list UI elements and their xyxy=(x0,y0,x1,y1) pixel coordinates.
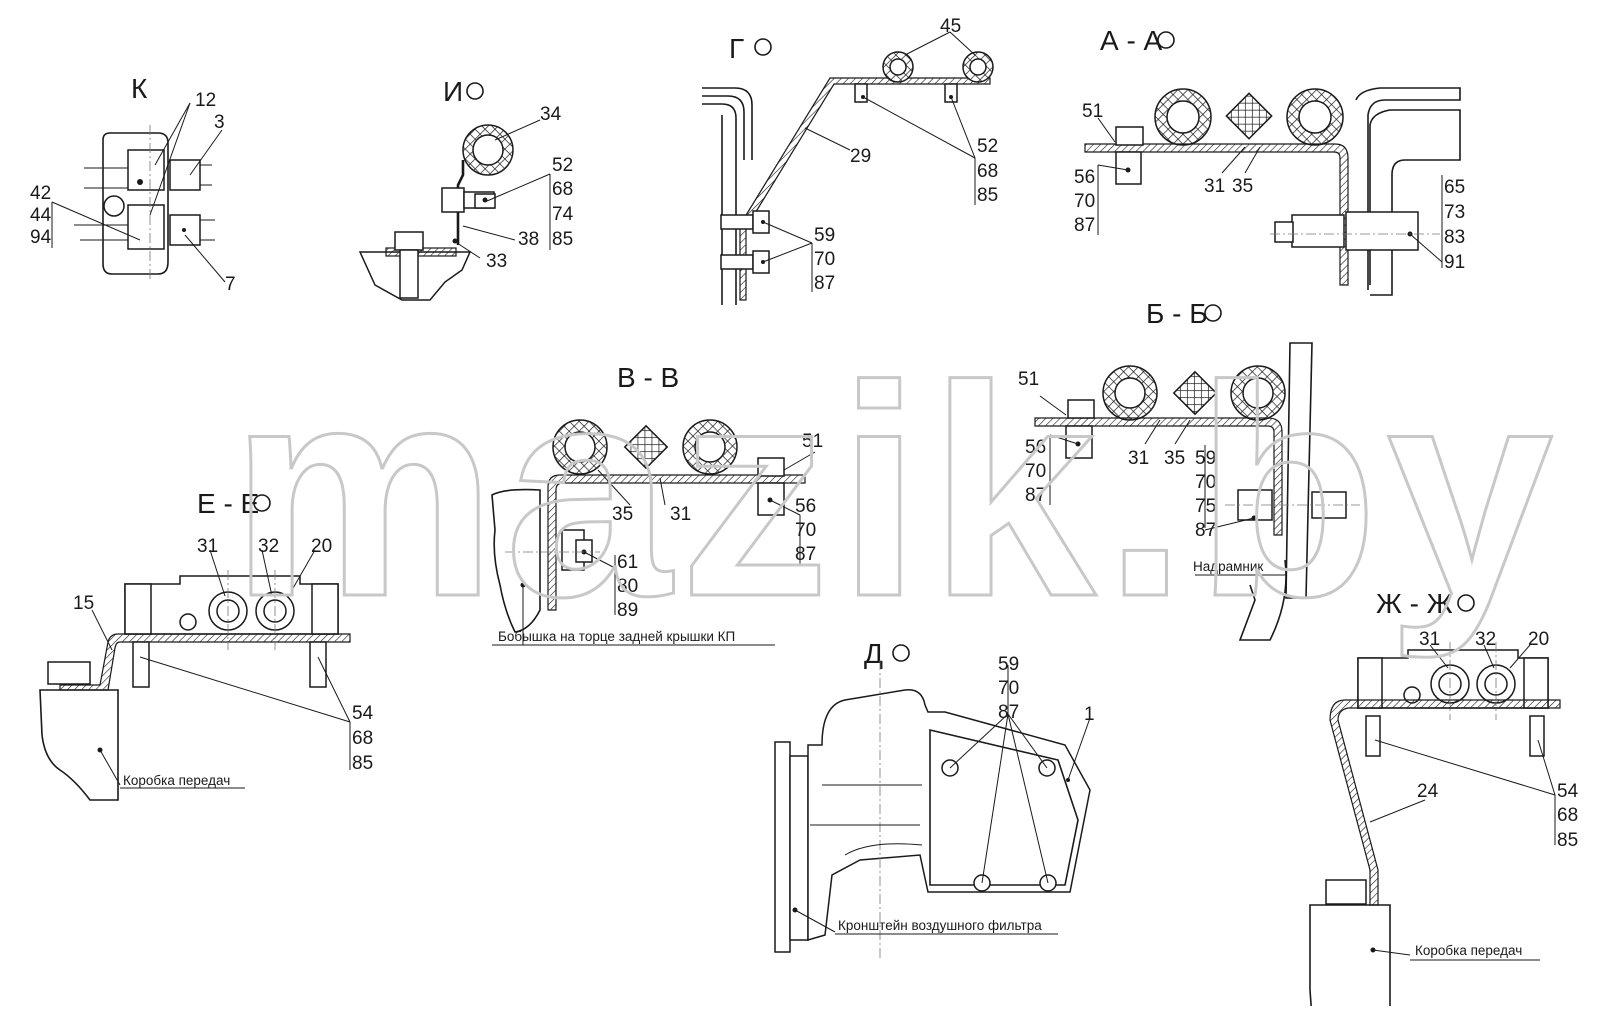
callout-bb-31: 31 xyxy=(1128,448,1149,469)
callout-zhzh-68: 68 xyxy=(1557,805,1578,826)
callout-k-44: 44 xyxy=(30,205,52,226)
callout-g-29: 29 xyxy=(850,146,871,167)
callout-k-7: 7 xyxy=(225,274,236,295)
view-d-title: Д xyxy=(864,638,883,669)
callout-k-12: 12 xyxy=(195,90,216,111)
callout-vv-31: 31 xyxy=(670,504,691,525)
callout-aa-65: 65 xyxy=(1444,177,1465,198)
callout-aa-87: 87 xyxy=(1074,215,1095,236)
callout-ee-54: 54 xyxy=(352,703,374,724)
callout-d-87: 87 xyxy=(998,702,1019,723)
callout-g-52: 52 xyxy=(977,136,998,157)
callout-aa-73: 73 xyxy=(1444,202,1465,223)
note-bobyshka: Бобышка на торце задней крышки КП xyxy=(498,629,735,644)
view-zhzh-title: Ж - Ж xyxy=(1376,588,1453,619)
callout-bb-56: 56 xyxy=(1025,437,1046,458)
callout-k-42: 42 xyxy=(30,183,51,204)
callout-ee-85: 85 xyxy=(352,753,373,774)
watermark: mazik.by xyxy=(230,323,1561,661)
callout-aa-56: 56 xyxy=(1074,167,1095,188)
callout-zhzh-24: 24 xyxy=(1417,781,1439,802)
callout-aa-70: 70 xyxy=(1074,191,1095,212)
callout-bb-35: 35 xyxy=(1164,448,1185,469)
callout-bb-51: 51 xyxy=(1018,369,1039,390)
callout-vv-89: 89 xyxy=(617,600,638,621)
note-korobka-2: Коробка передач xyxy=(1415,943,1522,958)
callout-g-85: 85 xyxy=(977,185,998,206)
callout-bb-59: 59 xyxy=(1195,448,1216,469)
callout-g-68: 68 xyxy=(977,161,998,182)
callout-vv-70: 70 xyxy=(795,520,816,541)
callout-ee-31: 31 xyxy=(197,536,218,557)
callout-k-94: 94 xyxy=(30,227,52,248)
view-bb-title: Б - Б xyxy=(1146,298,1208,329)
callout-aa-83: 83 xyxy=(1444,227,1465,248)
callout-ee-20: 20 xyxy=(311,536,332,557)
note-kronshtein: Кронштейн воздушного фильтра xyxy=(838,918,1042,933)
callout-aa-91: 91 xyxy=(1444,252,1465,273)
callout-g-45: 45 xyxy=(940,16,961,37)
callout-aa-35: 35 xyxy=(1232,176,1253,197)
callout-zhzh-20: 20 xyxy=(1528,629,1549,650)
callout-d-1: 1 xyxy=(1084,704,1095,725)
note-korobka-1: Коробка передач xyxy=(123,773,230,788)
callout-i-52: 52 xyxy=(552,155,573,176)
callout-d-59: 59 xyxy=(998,654,1019,675)
callout-g-70: 70 xyxy=(814,249,835,270)
view-e-e: Е - Е 31 32 20 15 54 68 85 Коробка пер xyxy=(39,488,374,801)
callout-bb-87b: 87 xyxy=(1195,520,1216,541)
callout-ee-15: 15 xyxy=(73,593,94,614)
view-k-title: К xyxy=(131,73,148,104)
callout-bb-70: 70 xyxy=(1025,461,1046,482)
view-b-b: Б - Б 51 56 70 87 31 35 59 70 75 87 xyxy=(1018,298,1360,641)
callout-aa-51: 51 xyxy=(1082,101,1103,122)
callout-vv-35: 35 xyxy=(612,504,633,525)
callout-ee-68: 68 xyxy=(352,728,373,749)
view-g: Г 45 29 52 68 85 59 70 xyxy=(702,16,998,305)
callout-vv-61: 61 xyxy=(617,552,638,573)
callout-i-33: 33 xyxy=(486,251,507,272)
callout-i-85: 85 xyxy=(552,229,573,250)
callout-i-74: 74 xyxy=(552,204,574,225)
callout-zhzh-31: 31 xyxy=(1419,629,1440,650)
view-ee-title: Е - Е xyxy=(197,488,259,519)
view-zh-zh: Ж - Ж 31 32 20 24 54 68 85 Коробка пер xyxy=(1309,588,1579,1011)
note-nadramnik: Надрамник xyxy=(1193,559,1263,574)
callout-zhzh-54: 54 xyxy=(1557,781,1579,802)
callout-vv-87: 87 xyxy=(795,544,816,565)
view-k: К 12 3 42 44 94 7 xyxy=(30,73,236,295)
callout-zhzh-85: 85 xyxy=(1557,830,1578,851)
view-aa-title: А - А xyxy=(1100,25,1163,56)
view-v-v: В - В 51 35 31 56 70 87 61 80 89 Бобышка xyxy=(491,362,823,646)
callout-i-38: 38 xyxy=(518,229,539,250)
view-vv-title: В - В xyxy=(617,362,679,393)
view-g-title: Г xyxy=(729,33,744,64)
callout-bb-87: 87 xyxy=(1025,485,1046,506)
view-a-a: А - А 51 56 70 87 31 35 65 73 83 91 xyxy=(1074,25,1465,296)
callout-k-3: 3 xyxy=(214,112,225,133)
callout-vv-51: 51 xyxy=(802,431,823,452)
callout-vv-56: 56 xyxy=(795,496,816,517)
callout-i-34: 34 xyxy=(540,104,562,125)
callout-bb-75: 75 xyxy=(1195,496,1216,517)
callout-ee-32: 32 xyxy=(258,536,279,557)
view-i: И 34 52 68 74 85 38 33 xyxy=(358,76,574,301)
callout-zhzh-32: 32 xyxy=(1475,629,1496,650)
callout-g-59: 59 xyxy=(814,225,835,246)
callout-bb-70b: 70 xyxy=(1195,472,1216,493)
callout-d-70: 70 xyxy=(998,678,1019,699)
callout-i-68: 68 xyxy=(552,179,573,200)
callout-aa-31: 31 xyxy=(1204,176,1225,197)
view-i-title: И xyxy=(443,76,463,107)
callout-g-87: 87 xyxy=(814,273,835,294)
callout-vv-80: 80 xyxy=(617,576,638,597)
view-d: Д 59 70 87 1 Кронштейн воздушного фильтр… xyxy=(774,638,1095,960)
